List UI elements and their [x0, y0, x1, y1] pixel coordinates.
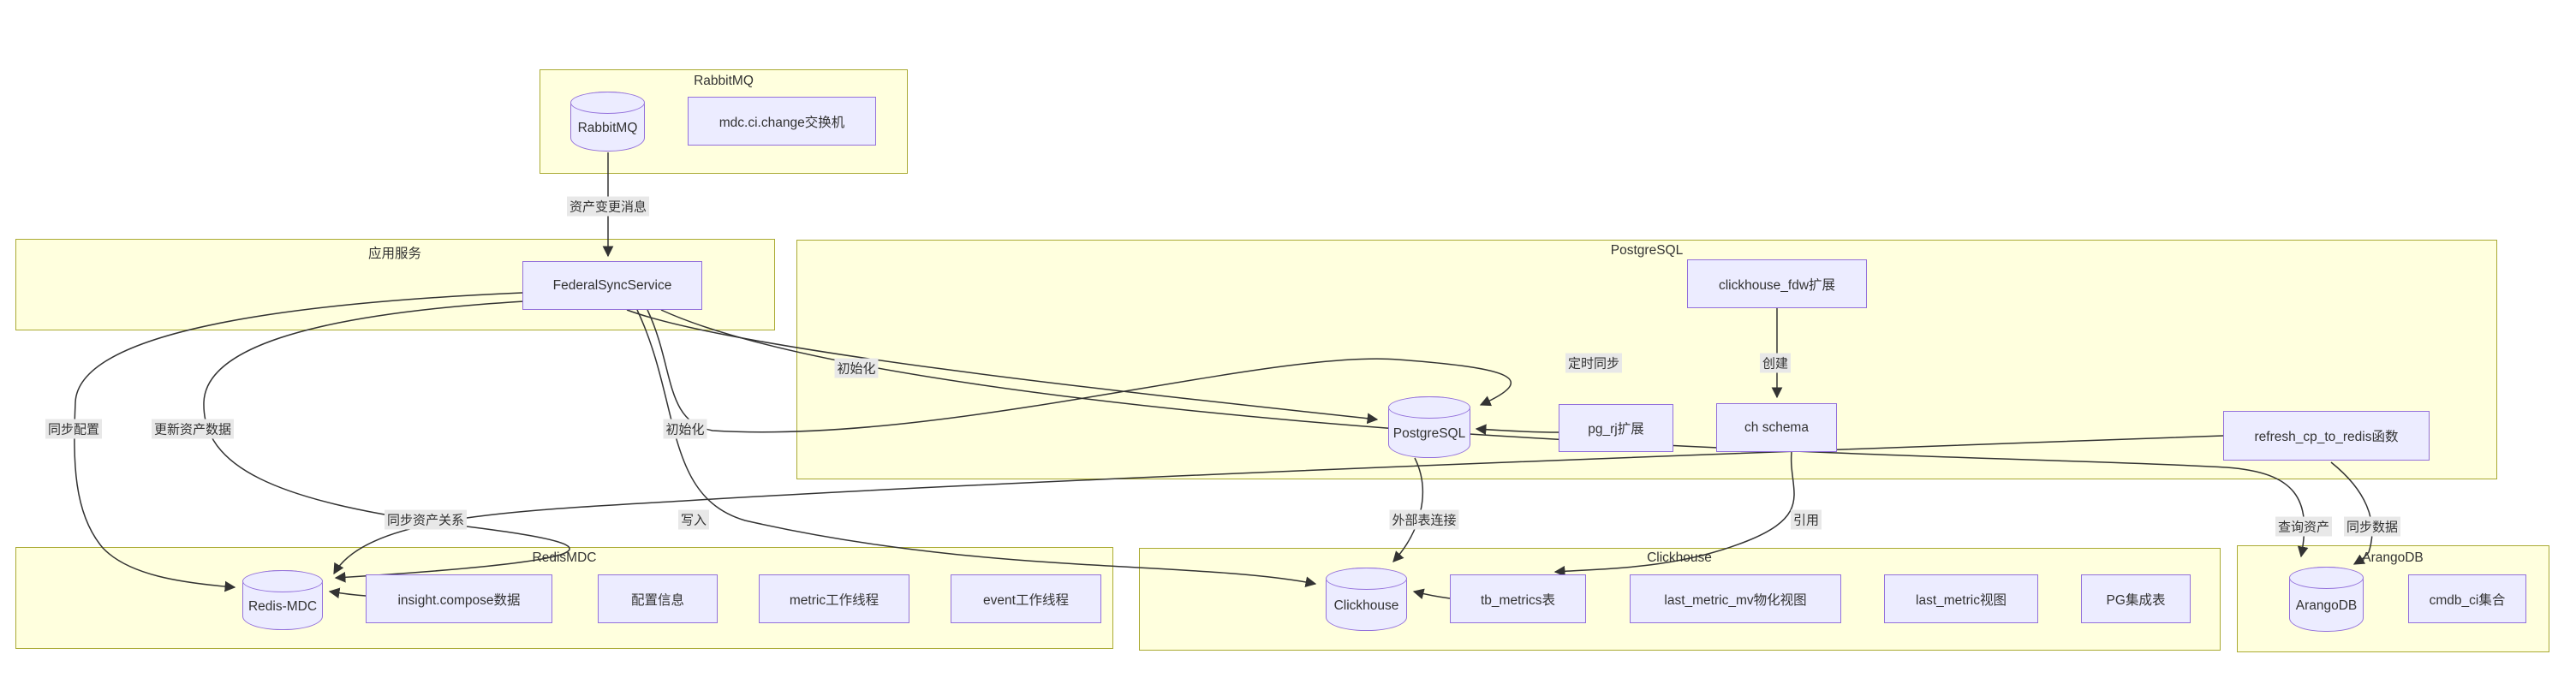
- edge-timed-sync: [1475, 424, 1559, 436]
- edge-init-2: [647, 309, 1512, 433]
- subgraph-app-service-title: 应用服务: [367, 247, 422, 261]
- edge-label-sync-config: 同步配置: [45, 419, 103, 439]
- subgraph-clickhouse-title: Clickhouse: [1647, 550, 1712, 565]
- node-refresh-fn: refresh_cp_to_redis函数: [2223, 411, 2430, 461]
- subgraph-redis-mdc-title: RedisMDC: [532, 550, 597, 565]
- node-cmdb-ci: cmdb_ci集合: [2408, 574, 2526, 623]
- edge-init-1: [626, 309, 1379, 425]
- edge-write: [636, 309, 1317, 588]
- node-tb-metrics: tb_metrics表: [1450, 574, 1586, 623]
- node-clickhouse-fdw: clickhouse_fdw扩展: [1687, 259, 1867, 308]
- edge-label-asset-change: 资产变更消息: [566, 196, 650, 217]
- node-metric-worker: metric工作线程: [759, 574, 909, 623]
- edge-label-init-1: 初始化: [834, 358, 879, 378]
- edge-sync-config: [74, 292, 523, 592]
- node-postgresql-db: PostgreSQL: [1388, 396, 1470, 458]
- edge-label-sync-data: 同步数据: [2343, 516, 2401, 537]
- edge-label-init-2: 初始化: [663, 419, 707, 439]
- node-ch-schema: ch schema: [1716, 403, 1837, 452]
- edge-label-query-asset: 查询资产: [2275, 516, 2333, 537]
- node-arango-db: ArangoDB: [2289, 567, 2364, 632]
- subgraph-redis-mdc: [15, 547, 1113, 649]
- node-last-metric-mv: last_metric_mv物化视图: [1630, 574, 1841, 623]
- edge-label-timed-sync: 定时同步: [1565, 353, 1623, 373]
- edge-sync-data: [2330, 461, 2373, 565]
- node-exchange: mdc.ci.change交换机: [688, 97, 876, 146]
- node-redis-db: Redis-MDC: [242, 570, 323, 630]
- node-clickhouse-db: Clickhouse: [1326, 568, 1407, 631]
- edge-label-update-asset: 更新资产数据: [151, 419, 235, 439]
- node-last-metric-view: last_metric视图: [1884, 574, 2038, 623]
- node-federal-sync-service: FederalSyncService: [522, 261, 702, 310]
- edge-label-external-table: 外部表连接: [1389, 509, 1459, 530]
- node-pg-rj: pg_rj扩展: [1559, 404, 1673, 452]
- node-pg-integration: PG集成表: [2081, 574, 2191, 623]
- subgraph-rabbitmq-title: RabbitMQ: [694, 74, 754, 88]
- edge-label-sync-asset-rel: 同步资产关系: [384, 509, 468, 530]
- edge-tbmetrics-clickhouse: [1412, 588, 1451, 599]
- edge-update-asset: [203, 300, 570, 583]
- node-insight-compose: insight.compose数据: [366, 574, 552, 623]
- edge-query-asset: [660, 309, 2309, 558]
- edge-label-reference: 引用: [1790, 509, 1822, 530]
- node-event-worker: event工作线程: [951, 574, 1101, 623]
- subgraph-arangodb-title: ArangoDB: [2362, 550, 2424, 565]
- node-config-info: 配置信息: [598, 574, 718, 623]
- node-rabbitmq-db: RabbitMQ: [570, 92, 645, 152]
- edge-label-write: 写入: [677, 509, 710, 530]
- subgraph-postgresql-title: PostgreSQL: [1610, 243, 1684, 258]
- subgraph-postgresql: [796, 240, 2497, 479]
- edge-label-create: 创建: [1759, 353, 1792, 373]
- edge-reference: [1553, 451, 1795, 577]
- edge-insight-redis: [328, 587, 367, 599]
